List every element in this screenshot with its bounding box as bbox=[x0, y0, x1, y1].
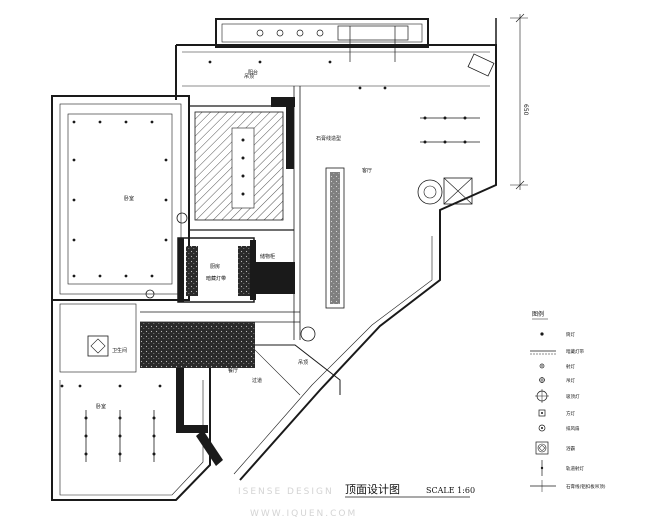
countertop bbox=[140, 322, 255, 368]
note-ceiling-top: 吊顶 bbox=[244, 74, 254, 80]
legend-label: 轨道射灯 bbox=[566, 465, 584, 472]
dimension-line bbox=[510, 13, 528, 190]
downlights bbox=[60, 60, 387, 388]
dimension-label: 650 bbox=[522, 104, 529, 116]
solid-walls bbox=[176, 97, 295, 466]
legend-label: 石膏线(铝扣板吊顶) bbox=[566, 483, 606, 490]
watermark-line2: WWW.IQUEN.COM bbox=[250, 509, 357, 519]
legend-label: 暗藏灯带 bbox=[566, 348, 584, 355]
legend-label: 筒灯 bbox=[566, 331, 575, 338]
label-dining: 餐厅 bbox=[228, 367, 238, 374]
note-cabinet: 储物柜 bbox=[260, 253, 275, 260]
legend-label: 方灯 bbox=[566, 410, 575, 417]
downlight-icon bbox=[540, 332, 544, 336]
legend-label: 吸顶灯 bbox=[566, 393, 580, 400]
room-labels: 卧室 客厅 阳台 卧室 厨房 卫生间 过道 餐厅 bbox=[96, 69, 372, 410]
label-bath: 卫生间 bbox=[112, 347, 127, 354]
drawing-title: 顶面设计图 bbox=[345, 483, 400, 496]
label-balcony: 阳台 bbox=[248, 69, 258, 76]
balcony-fixtures bbox=[256, 25, 409, 62]
living-light-panel bbox=[325, 167, 345, 309]
label-bedroom: 卧室 bbox=[124, 195, 134, 202]
pendant-icon bbox=[539, 377, 545, 383]
label-living: 客厅 bbox=[362, 167, 372, 174]
strip-icon bbox=[530, 350, 556, 355]
legend: 图例 筒灯 暗藏灯带 射灯 吊灯 吸顶灯 方灯 排风扇 浴霸 轨道射灯 石膏线(… bbox=[530, 310, 606, 492]
legend-label: 吊灯 bbox=[566, 377, 575, 384]
legend-label: 排风扇 bbox=[566, 425, 580, 432]
label-lower-room: 卧室 bbox=[96, 403, 106, 410]
heater-icon bbox=[535, 441, 549, 455]
line-icon bbox=[530, 480, 556, 492]
drawing-scale: SCALE 1:60 bbox=[426, 486, 475, 495]
legend-label: 浴霸 bbox=[566, 445, 575, 452]
note-lower-ceiling: 吊顶 bbox=[298, 360, 308, 366]
annotation-labels: 石膏线造型 储物柜 暗藏灯带 吊顶 吊顶 bbox=[206, 74, 341, 366]
bedroom-outer bbox=[51, 95, 190, 301]
legend-label: 射灯 bbox=[566, 363, 575, 370]
watermark-line1: ISENSE DESIGN bbox=[238, 487, 334, 497]
spot-icon bbox=[539, 363, 545, 369]
square-light-icon bbox=[538, 424, 546, 432]
legend-title: 图例 bbox=[532, 310, 544, 318]
balcony-frame bbox=[215, 18, 429, 48]
track-icon bbox=[540, 460, 544, 476]
label-corridor: 过道 bbox=[252, 377, 262, 384]
note-ceiling: 石膏线造型 bbox=[316, 135, 341, 142]
note-strip: 暗藏灯带 bbox=[206, 275, 226, 282]
ceiling-light-icon bbox=[538, 409, 546, 417]
pendant-lamp-icon bbox=[535, 389, 549, 403]
label-kitchen: 厨房 bbox=[210, 263, 220, 270]
